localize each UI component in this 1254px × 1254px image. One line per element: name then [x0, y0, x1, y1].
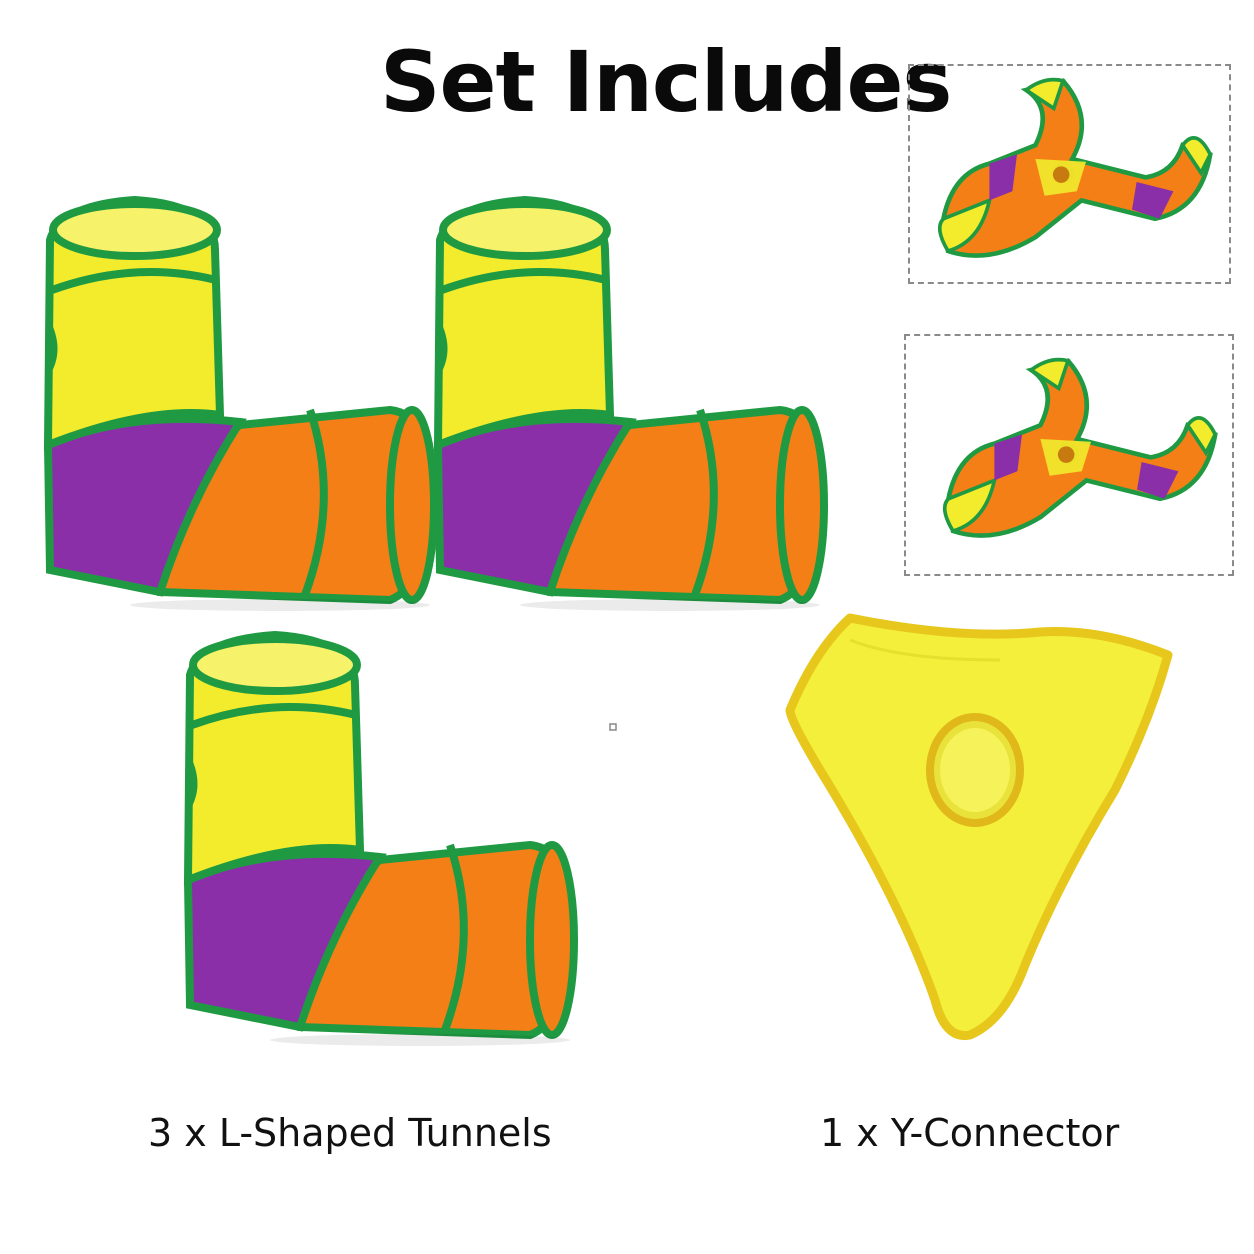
l-shaped-tunnel-icon — [48, 200, 434, 611]
y-connector-icon — [785, 613, 1173, 1041]
l-shaped-tunnel-icon — [438, 200, 824, 611]
l-shaped-tunnel-icon — [188, 635, 574, 1046]
page-title: Set Includes — [380, 33, 952, 131]
y-tunnel-configuration-icon — [945, 360, 1215, 536]
connector-caption: 1 x Y-Connector — [820, 1111, 1120, 1155]
tunnels-caption: 3 x L-Shaped Tunnels — [148, 1111, 552, 1155]
configuration-preview-bottom — [904, 334, 1234, 576]
configuration-preview-top — [908, 64, 1231, 284]
y-tunnel-configuration-icon — [940, 80, 1210, 256]
